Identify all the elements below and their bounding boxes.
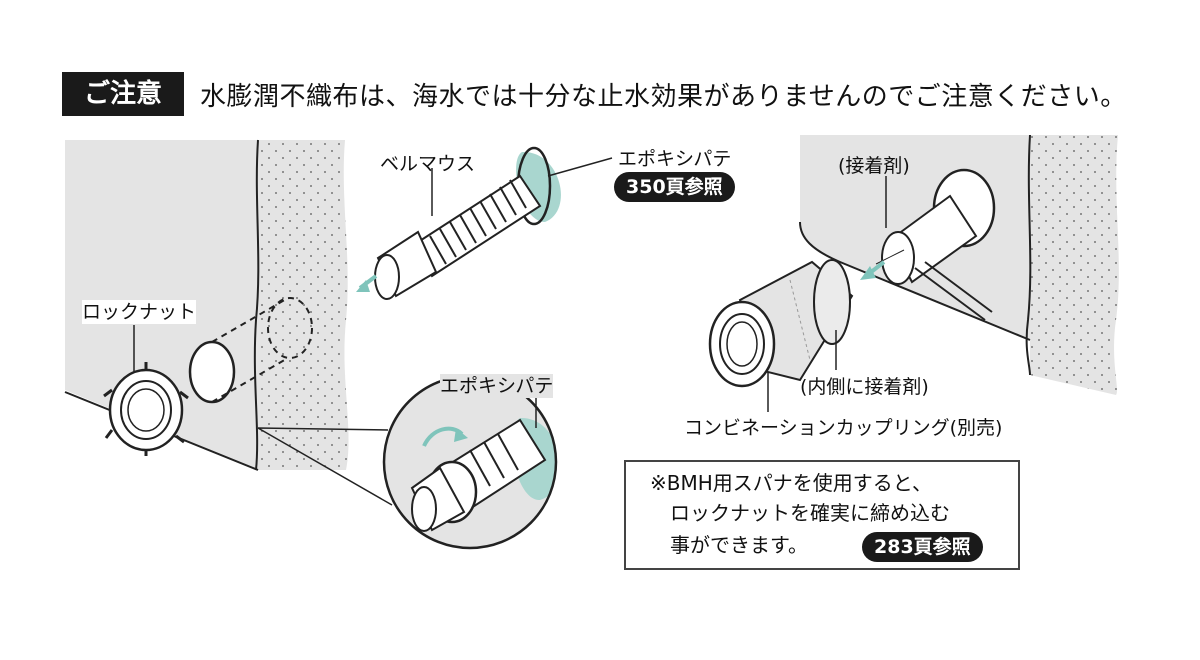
- bell-mouth-label: ベルマウス: [380, 153, 476, 175]
- bell-mouth-drawing: [356, 146, 613, 300]
- ref-350-badge: 350頁参照: [614, 172, 735, 202]
- spanner-note-box: ※BMH用スパナを使用すると、 ロックナットを確実に締め込む 事ができます。 2…: [624, 460, 1020, 570]
- lock-nut-drawing: [103, 325, 189, 456]
- combination-coupling-label: コンビネーションカップリング(別売): [684, 417, 1003, 439]
- epoxy-putty-label-top: エポキシパテ: [618, 148, 732, 170]
- combination-coupling-drawing: [708, 259, 854, 412]
- note-line-2: ロックナットを確実に締め込む: [670, 501, 950, 525]
- caution-notice: ご注意 水膨潤不織布は、海水では十分な止水効果がありませんのでご注意ください。: [62, 72, 1127, 116]
- caution-text: 水膨潤不織布は、海水では十分な止水効果がありませんのでご注意ください。: [200, 81, 1127, 112]
- note-line-1: ※BMH用スパナを使用すると、: [650, 471, 932, 495]
- zoom-detail: [382, 374, 558, 550]
- adhesive-label: (接着剤): [838, 155, 910, 177]
- ref-283-badge: 283頁参照: [862, 532, 983, 562]
- caution-badge: ご注意: [62, 72, 185, 116]
- epoxy-putty-label-zoom: エポキシパテ: [440, 374, 554, 398]
- zoom-connector: [257, 427, 393, 506]
- lock-nut-label: ロックナット: [82, 300, 197, 324]
- left-tank: [64, 139, 349, 471]
- right-tank: [799, 134, 1119, 395]
- inner-adhesive-label: (内側に接着剤): [800, 376, 929, 398]
- note-line-3: 事ができます。: [670, 533, 808, 557]
